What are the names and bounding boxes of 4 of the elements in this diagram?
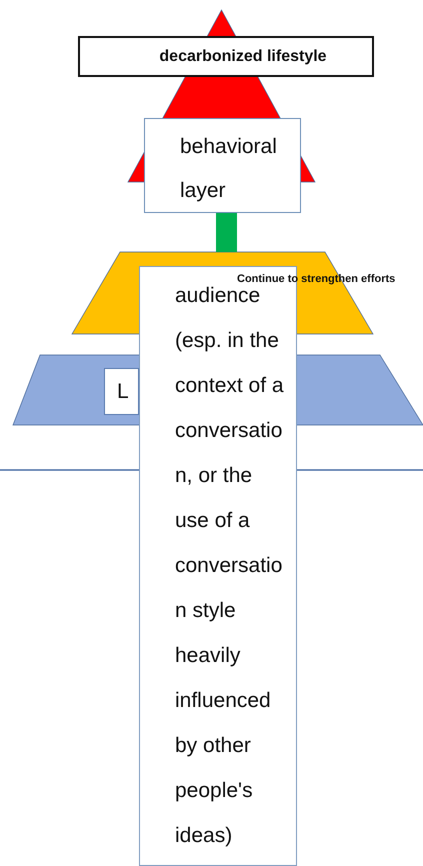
- layer-box: L: [104, 368, 139, 415]
- layer-box: behavioral layer: [144, 118, 301, 213]
- connector-bar: [216, 213, 237, 252]
- title-box: decarbonized lifestyle: [78, 36, 374, 77]
